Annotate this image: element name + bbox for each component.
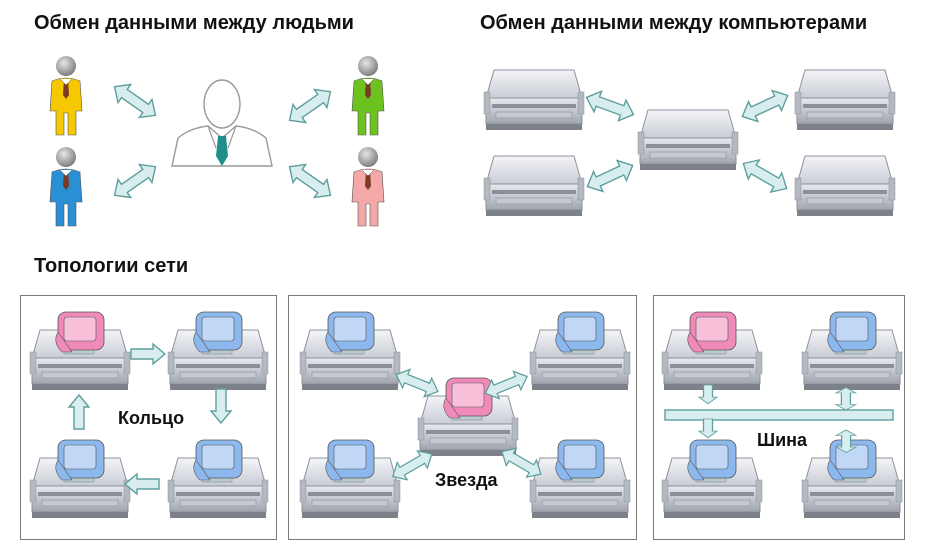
bus-label: Шина (757, 430, 808, 450)
arrow-icon (698, 418, 718, 439)
topologies-heading: Топологии сети (34, 255, 189, 277)
central-person-icon (171, 79, 273, 167)
star-label: Звезда (435, 470, 498, 490)
computer-icon (662, 312, 762, 390)
people-exchange-diagram (49, 55, 385, 227)
people-exchange-heading: Обмен данными между людьми (34, 12, 354, 34)
computer-icon (662, 440, 762, 518)
ring-label: Кольцо (118, 408, 185, 428)
computers-exchange-heading: Обмен данными между компьютерами (480, 12, 868, 34)
bus-line (664, 409, 894, 421)
double-arrow-icon (835, 386, 857, 411)
computer-icon (802, 440, 902, 518)
computer-icon (802, 312, 902, 390)
